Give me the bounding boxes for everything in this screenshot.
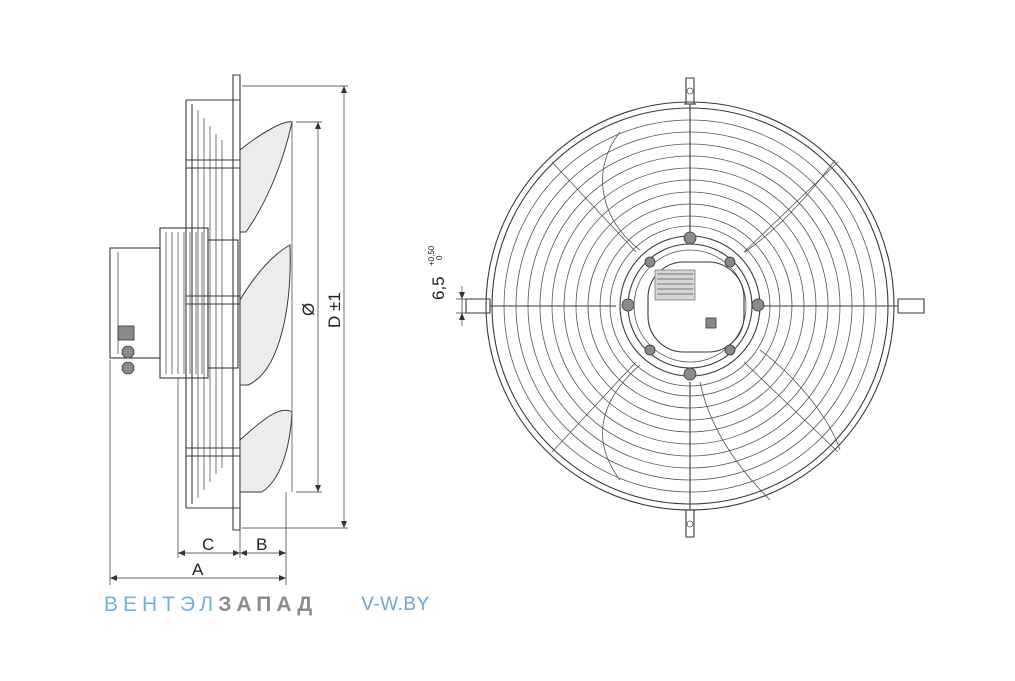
blades-side xyxy=(239,121,293,493)
dimension-b-label: B xyxy=(256,535,267,554)
dimension-diameter: Ø D ±1 xyxy=(242,85,348,529)
guard-side-profile xyxy=(185,100,240,508)
terminal-box xyxy=(109,247,161,375)
hole-dimension-value: 6,5 xyxy=(429,276,448,300)
hole-tolerance-lower: 0 xyxy=(435,255,444,260)
blades-front xyxy=(602,131,841,501)
diameter-dimension-label: D ±1 xyxy=(325,292,344,328)
dimension-a: A xyxy=(109,360,287,585)
brand-url: V-W.BY xyxy=(361,594,430,615)
diameter-symbol-label: Ø xyxy=(299,303,318,316)
dimension-c-label: C xyxy=(202,535,214,554)
side-view: A C B Ø D ±1 xyxy=(109,74,348,585)
hole-dimension: 6,5 +0,50 0 xyxy=(427,245,474,326)
brand-name-part2: ЗАПАД xyxy=(218,593,318,616)
mounting-flange xyxy=(232,74,241,531)
motor-rotor xyxy=(159,227,239,379)
brand-name: ВЕНТЭЛЗАПАД xyxy=(104,593,317,617)
brand-name-part1: ВЕНТЭЛ xyxy=(104,593,219,616)
dimension-cb: C B xyxy=(177,378,286,558)
front-view: 6,5 +0,50 0 xyxy=(427,77,925,538)
watermark: ВЕНТЭЛЗАПАД V-W.BY xyxy=(104,590,430,620)
guard-struts xyxy=(490,104,898,510)
hole-tolerance-upper: +0,50 xyxy=(427,245,436,266)
dimension-a-label: A xyxy=(192,560,204,579)
motor-front xyxy=(619,231,765,381)
